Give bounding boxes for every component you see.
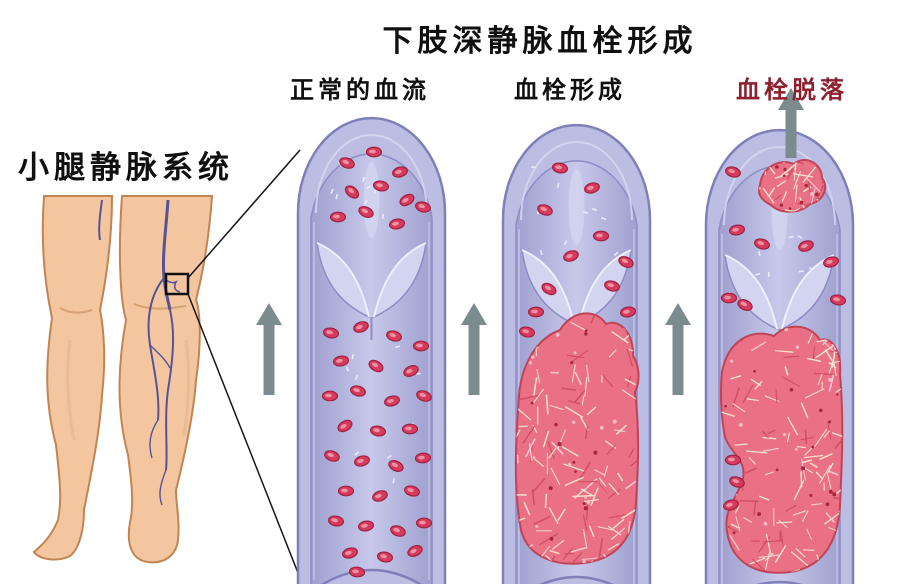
upward-flow-arrow-icon [665,303,691,395]
fibrin-mesh [515,313,639,564]
upward-flow-arrow-icon [256,303,282,395]
rbc-group-normal [321,146,433,578]
rbc-group-thrombus [518,162,637,338]
zoom-callout-lines [187,149,301,579]
anatomy-label: 小腿静脉系统 [18,150,234,186]
stage-label-normal-flow: 正常的血流 [290,76,430,104]
zoom-region-box [164,272,190,296]
figure-title: 下肢深静脉血栓形成 [382,24,698,59]
stage-label-thrombus-formation: 血栓形成 [514,76,626,104]
rbc-group-embolization [720,166,847,511]
legs-illustration [32,195,214,564]
vessel-panel-thrombus-formation [501,123,652,584]
right-leg [118,195,214,564]
embolus-detach-arrow-icon [778,88,804,158]
vessel-panel-normal-flow [296,116,447,584]
vessel-panel-embolization [704,128,855,584]
fibrin-mesh [720,327,843,573]
upward-flow-arrow-icon [461,303,487,395]
calf-vein-network [98,199,181,506]
left-leg [32,195,114,561]
stage-label-embolization: 血栓脱落 [736,76,848,104]
